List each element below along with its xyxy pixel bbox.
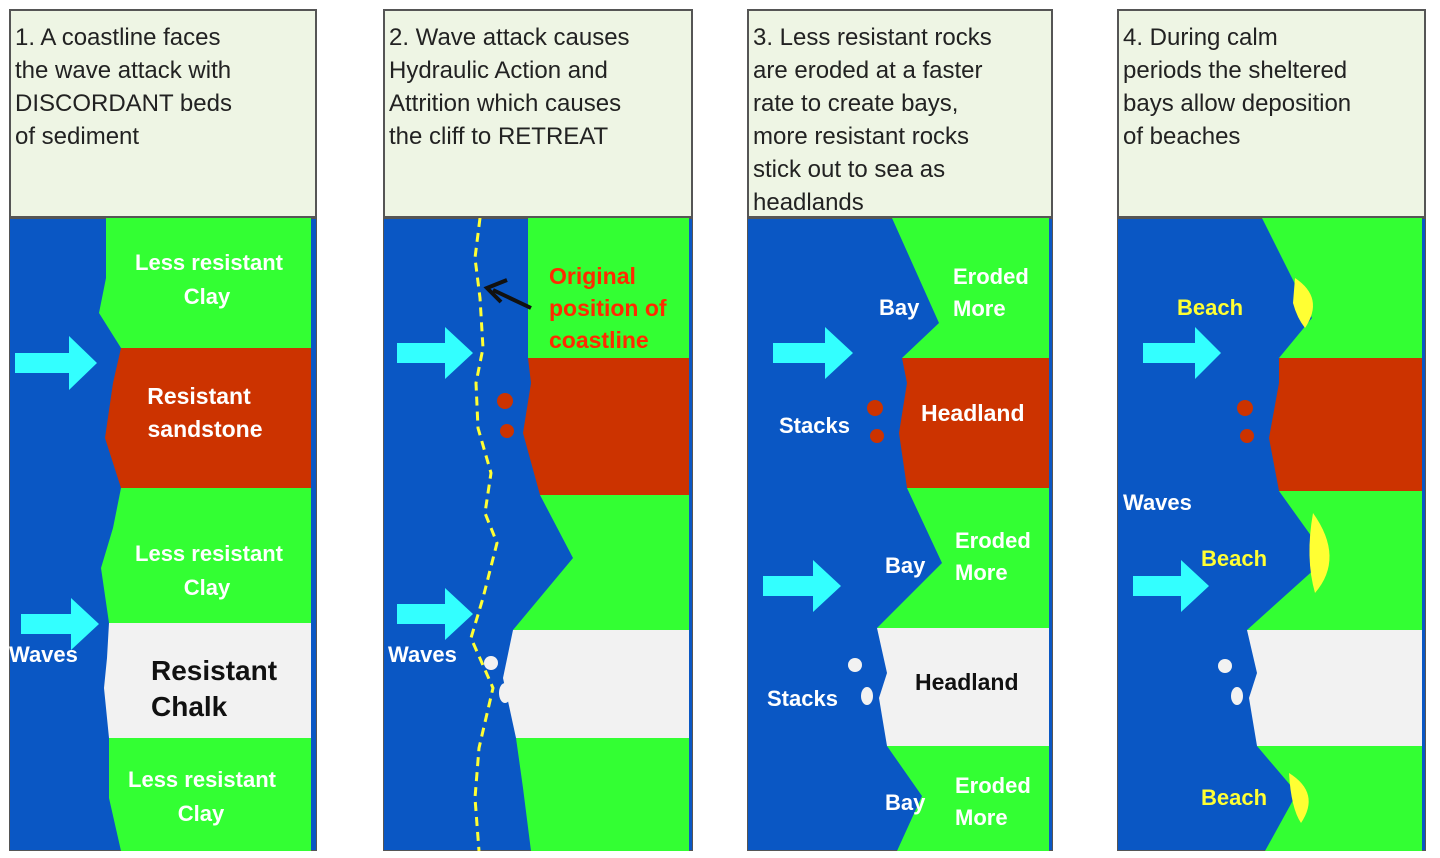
label-headland-2: Headland [915,669,1019,695]
label-clay-3: Clay [178,801,225,826]
label-resistant-sandstone-1: Resistant [147,383,251,409]
label-original-1: Original [549,263,636,289]
beach-3 [1289,773,1309,823]
clay-bed-2 [101,488,311,623]
pointer-arrow-head [483,278,508,304]
wave-arrow-1 [15,336,97,390]
panel-4-diagram: Beach Waves Beach Beach [1117,218,1426,851]
panel-3: 3. Less resistant rocks are eroded at a … [747,9,1053,851]
label-resistant-chalk: Resistant [151,655,277,686]
panel-1-diagram: Less resistant Clay Resistant sandstone … [9,218,317,851]
label-beach-2: Beach [1201,546,1267,571]
stack-red-2 [1240,429,1254,443]
label-sandstone: sandstone [147,416,262,442]
label-waves-4: Waves [1123,490,1192,515]
panel-2-caption: 2. Wave attack causes Hydraulic Action a… [383,9,693,218]
label-clay-1: Clay [184,284,231,309]
stack-red-1 [867,400,883,416]
stack-red-2 [870,429,884,443]
label-less-resistant-3: Less resistant [128,767,277,792]
stack-red-2 [500,424,514,438]
label-waves-2: Waves [388,642,457,667]
sandstone-bed [899,358,1049,488]
clay-bed-2 [513,495,689,630]
label-clay-2: Clay [184,575,231,600]
stack-white-1 [484,656,498,670]
stack-white-2 [499,683,511,703]
stack-white-1 [848,658,862,672]
panel-4-caption: 4. During calm periods the sheltered bay… [1117,9,1426,218]
wave-arrow-2 [21,598,99,650]
beach-2 [1309,513,1330,593]
label-eroded-3: Eroded [955,773,1031,798]
clay-bed-3 [516,738,689,851]
label-original-3: coastline [549,327,649,353]
panel-4: 4. During calm periods the sheltered bay… [1117,9,1426,851]
clay-bed-1 [528,218,689,358]
label-headland-1: Headland [921,400,1025,426]
stack-white-2 [861,687,873,705]
pointer-arrow [492,288,532,310]
clay-bed-1 [892,218,1049,358]
panel-1-caption: 1. A coastline faces the wave attack wit… [9,9,317,218]
original-coastline-line [469,218,499,851]
label-eroded-1: Eroded [953,264,1029,289]
sandstone-bed [523,358,689,495]
label-beach-3: Beach [1201,785,1267,810]
label-more-3: More [955,805,1008,830]
stack-red-1 [1237,400,1253,416]
label-stacks-2: Stacks [767,686,838,711]
label-eroded-2: Eroded [955,528,1031,553]
label-more-1: More [953,296,1006,321]
label-less-resistant-1: Less resistant [135,250,284,275]
label-waves-1: Waves [9,642,78,667]
wave-arrow-1 [773,327,853,379]
chalk-bed [877,628,1049,746]
beach-1 [1293,278,1313,328]
label-original-2: position of [549,295,667,321]
panel-3-caption: 3. Less resistant rocks are eroded at a … [747,9,1053,218]
wave-arrow-2 [1133,560,1209,612]
label-more-2: More [955,560,1008,585]
label-bay-1: Bay [879,295,920,320]
clay-bed-3 [887,746,1049,851]
clay-bed-1 [1262,218,1422,358]
stack-white-2 [1231,687,1243,705]
sandstone-bed [105,348,311,488]
panel-3-diagram: Bay Eroded More Stacks Headland Bay Erod… [747,218,1053,851]
chalk-bed [1247,630,1422,746]
panel-2: 2. Wave attack causes Hydraulic Action a… [383,9,693,851]
chalk-bed [503,630,689,738]
clay-bed-2 [877,488,1049,628]
clay-bed-3 [1257,746,1422,851]
wave-arrow-1 [397,327,473,379]
panel-1: 1. A coastline faces the wave attack wit… [9,9,317,851]
label-chalk: Chalk [151,691,228,722]
wave-arrow-2 [397,588,473,640]
label-less-resistant-2: Less resistant [135,541,284,566]
stack-red-1 [497,393,513,409]
clay-bed-2 [1247,491,1422,630]
clay-bed-3 [109,738,311,851]
chalk-bed [104,623,311,738]
label-beach-1: Beach [1177,295,1243,320]
wave-arrow-2 [763,560,841,612]
label-stacks-1: Stacks [779,413,850,438]
wave-arrow-1 [1143,327,1221,379]
stack-white-1 [1218,659,1232,673]
panel-2-diagram: Original position of coastline Waves [383,218,693,851]
clay-bed-1 [99,218,311,348]
label-bay-2: Bay [885,553,926,578]
sandstone-bed [1269,358,1422,491]
label-bay-3: Bay [885,790,926,815]
